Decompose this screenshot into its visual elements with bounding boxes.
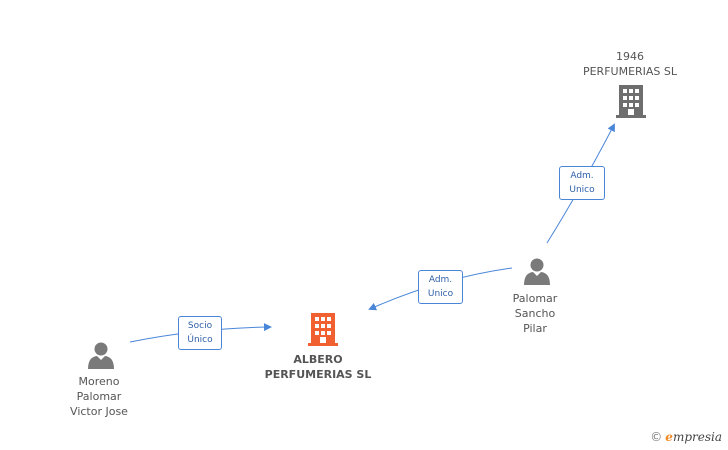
edge-label-adm-unico[interactable]: Adm. Unico (418, 270, 463, 304)
node-label-line: Palomar (76, 390, 122, 403)
edge-label-line: Unico (427, 289, 454, 299)
brand-rest: mpresia (672, 430, 722, 444)
person-icon[interactable] (88, 342, 114, 370)
brand-e: e (665, 430, 673, 444)
node-label-line: Moreno (78, 375, 120, 388)
edge-label-line: Único (187, 335, 213, 345)
edge-label-line: Unico (569, 185, 595, 195)
empresia-logo: ©empresia (650, 430, 722, 444)
node-label-line: Pilar (523, 322, 547, 335)
node-label-1946-perfumerias[interactable]: 1946 PERFUMERIAS SL (575, 49, 685, 79)
node-label-palomar-sancho-pilar[interactable]: Palomar Sancho Pilar (490, 291, 580, 336)
node-label-moreno-palomar-victor-jose[interactable]: Moreno Palomar Victor Jose (54, 374, 144, 419)
node-label-line: Sancho (514, 307, 556, 320)
node-label-line: ALBERO (293, 353, 343, 366)
node-label-line: Victor Jose (70, 405, 128, 418)
copyright-icon: © (650, 430, 663, 444)
node-label-line: Palomar (512, 292, 558, 305)
building-icon[interactable] (308, 313, 338, 346)
edge-label-line: Adm. (428, 275, 453, 285)
node-label-line: 1946 (616, 50, 644, 63)
node-label-albero-perfumerias[interactable]: ALBERO PERFUMERIAS SL (258, 352, 378, 382)
edge-label-adm-unico[interactable]: Adm. Unico (559, 166, 605, 200)
node-label-line: PERFUMERIAS SL (264, 368, 372, 381)
edge-label-line: Adm. (570, 171, 594, 181)
person-icon[interactable] (524, 258, 550, 286)
node-label-line: PERFUMERIAS SL (582, 65, 678, 78)
edge-label-socio-unico[interactable]: Socio Único (178, 316, 222, 350)
edge-label-line: Socio (187, 321, 213, 331)
building-icon[interactable] (616, 85, 646, 118)
